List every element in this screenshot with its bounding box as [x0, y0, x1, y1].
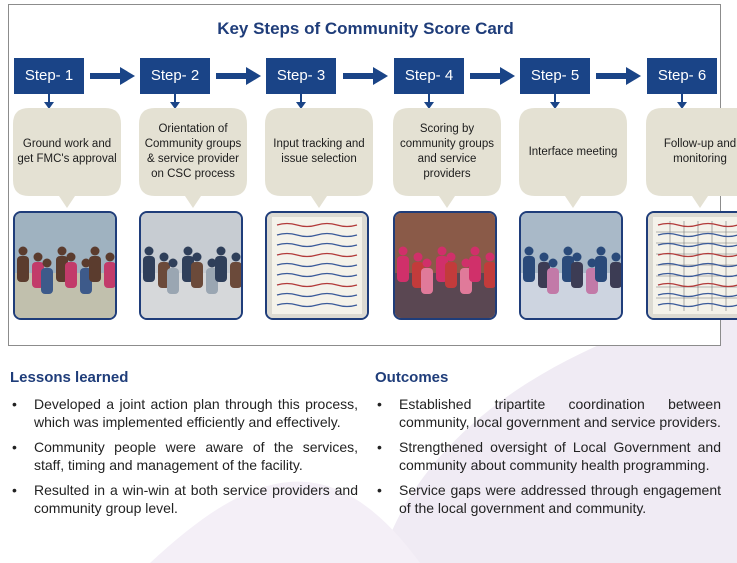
bullet-icon: •: [12, 396, 17, 412]
step-6-box: Step- 6: [647, 58, 717, 94]
step-3-description: Input tracking and issue selection: [273, 138, 365, 165]
lessons-list: • Developed a joint action plan through t…: [10, 395, 358, 524]
outcomes-item-text: Strengthened oversight of Local Governme…: [399, 439, 721, 473]
down-arrow-icon: [677, 94, 687, 109]
right-arrow-icon: [215, 67, 261, 85]
bullet-icon: •: [377, 482, 382, 498]
outcomes-list: • Established tripartite coordination bet…: [375, 395, 721, 524]
speech-bubble: [519, 108, 627, 208]
lessons-item-text: Resulted in a win-win at both service pr…: [34, 482, 358, 516]
outcomes-item: • Service gaps were addressed through eng…: [375, 481, 721, 517]
step-3-box: Step- 3: [266, 58, 336, 94]
meeting-photo-icon: [139, 211, 243, 320]
speech-bubble: [265, 108, 373, 208]
down-arrow-icon: [424, 94, 434, 109]
step-5-description: Interface meeting: [528, 145, 618, 158]
outcomes-title: Outcomes: [375, 369, 449, 386]
step-5-box: Step- 5: [520, 58, 590, 94]
down-arrow-icon: [550, 94, 560, 109]
down-arrow-icon: [44, 94, 54, 109]
speech-bubble: [139, 108, 247, 208]
handwritten-chart-photo-icon: [265, 211, 369, 320]
lessons-item-text: Developed a joint action plan through th…: [34, 396, 358, 430]
outcomes-item-text: Established tripartite coordination betw…: [399, 396, 721, 430]
lessons-title: Lessons learned: [10, 369, 129, 386]
outcomes-item: • Strengthened oversight of Local Governm…: [375, 438, 721, 474]
lessons-item: • Developed a joint action plan through t…: [10, 395, 358, 431]
diagram-title: Key Steps of Community Score Card: [217, 19, 514, 38]
step-1-box: Step- 1: [14, 58, 84, 94]
right-arrow-icon: [469, 67, 515, 85]
down-arrow-icon: [170, 94, 180, 109]
interface-meeting-photo-icon: [519, 211, 623, 320]
outcomes-item-text: Service gaps were addressed through enga…: [399, 482, 721, 516]
step-2-description: Orientation of Community groups & servic…: [144, 123, 242, 180]
speech-bubble: [646, 108, 737, 208]
down-arrow-icon: [296, 94, 306, 109]
lessons-item: • Resulted in a win-win at both service p…: [10, 481, 358, 517]
step-2-box: Step- 2: [140, 58, 210, 94]
right-arrow-icon: [342, 67, 388, 85]
bullet-icon: •: [12, 439, 17, 455]
right-arrow-icon: [89, 67, 135, 85]
scorecard-table-photo-icon: [646, 211, 737, 320]
bullet-icon: •: [12, 482, 17, 498]
bullet-icon: •: [377, 439, 382, 455]
lessons-item: • Community people were aware of the serv…: [10, 438, 358, 474]
step-1-description: Ground work and get FMC's approval: [17, 138, 117, 165]
step-4-box: Step- 4: [394, 58, 464, 94]
step-4-description: Scoring by community groups and service …: [400, 123, 494, 180]
scoring-photo-icon: [393, 211, 497, 320]
group-photo-icon: [13, 211, 117, 320]
right-arrow-icon: [596, 67, 641, 85]
outcomes-item: • Established tripartite coordination bet…: [375, 395, 721, 431]
step-6-description: Follow-up and monitoring: [663, 138, 737, 165]
speech-bubble: [393, 108, 501, 208]
lessons-item-text: Community people were aware of the servi…: [34, 439, 358, 473]
speech-bubble: [13, 108, 121, 208]
bullet-icon: •: [377, 396, 382, 412]
